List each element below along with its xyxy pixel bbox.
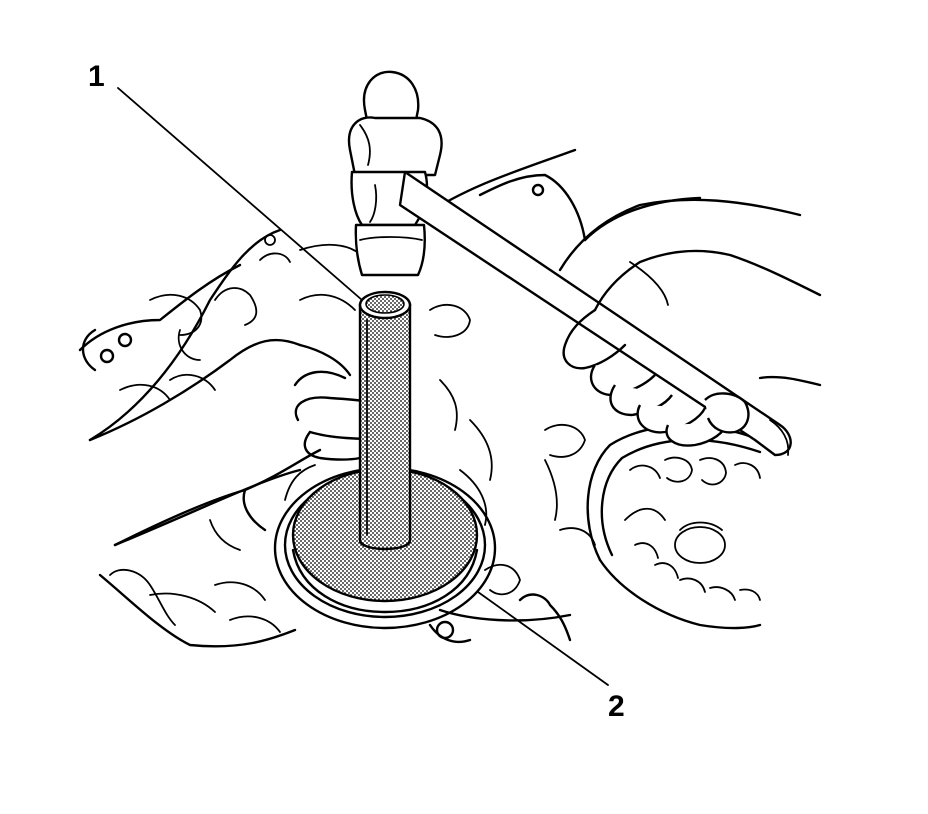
leader-line-1 — [117, 87, 363, 301]
transmission-case — [78, 148, 802, 648]
left-hand — [88, 338, 407, 551]
driver-handle — [358, 290, 412, 551]
leader-line-2 — [477, 591, 609, 686]
hammer — [347, 70, 792, 457]
callout-1-label: 1 — [88, 60, 105, 93]
right-hand — [562, 249, 822, 447]
callout-2-label: 2 — [608, 690, 625, 723]
callout-leaders — [117, 87, 609, 686]
bearing-assembly — [586, 424, 762, 630]
